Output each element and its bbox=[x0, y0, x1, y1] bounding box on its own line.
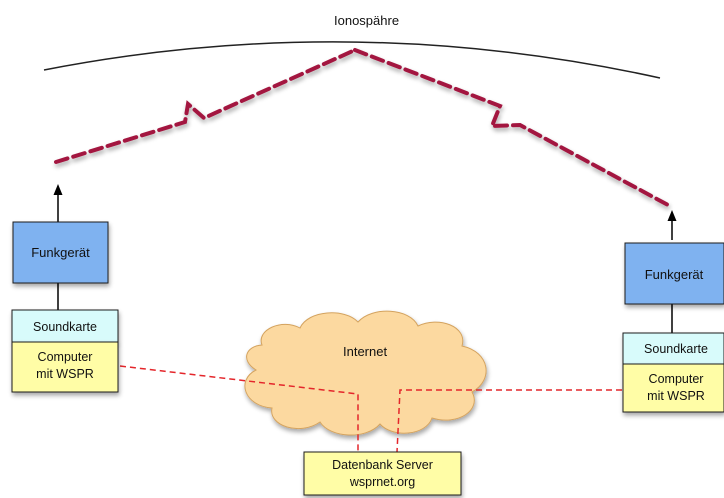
right-station: Funkgerät Soundkarte Computer mit WSPR bbox=[622, 242, 724, 413]
right-computer-link bbox=[396, 389, 622, 453]
left-computer-label-line1: Computer bbox=[38, 350, 93, 364]
internet-label: Internet bbox=[343, 344, 387, 359]
left-radio-box: Funkgerät bbox=[12, 221, 109, 284]
server-label-line2: wsprnet.org bbox=[349, 475, 415, 489]
right-soundcard-box: Soundkarte bbox=[622, 332, 724, 365]
left-station: Funkgerät Soundkarte Computer mit WSPR bbox=[11, 221, 119, 393]
right-computer-box: Computer mit WSPR bbox=[622, 363, 724, 413]
left-radio-label: Funkgerät bbox=[31, 245, 90, 260]
right-computer-label-line2: mit WSPR bbox=[647, 389, 705, 403]
right-soundcard-label: Soundkarte bbox=[644, 342, 708, 356]
ionosphere-arc bbox=[43, 41, 661, 79]
right-radio-box: Funkgerät bbox=[624, 242, 724, 305]
left-soundcard-box: Soundkarte bbox=[11, 309, 119, 343]
ionosphere-label: Ionospähre bbox=[334, 13, 399, 28]
left-computer-box: Computer mit WSPR bbox=[11, 341, 119, 393]
right-antenna-arrow bbox=[667, 210, 677, 240]
server-label-line1: Datenbank Server bbox=[332, 458, 433, 472]
internet-cloud bbox=[244, 310, 487, 436]
left-computer-label-line2: mit WSPR bbox=[36, 367, 94, 381]
database-server-box: Datenbank Server wsprnet.org bbox=[303, 451, 462, 496]
radio-propagation-path bbox=[54, 48, 670, 207]
right-radio-label: Funkgerät bbox=[645, 267, 704, 282]
left-soundcard-label: Soundkarte bbox=[33, 320, 97, 334]
internet-links bbox=[119, 365, 622, 453]
right-computer-label-line1: Computer bbox=[649, 372, 704, 386]
left-antenna-arrow bbox=[53, 184, 63, 222]
